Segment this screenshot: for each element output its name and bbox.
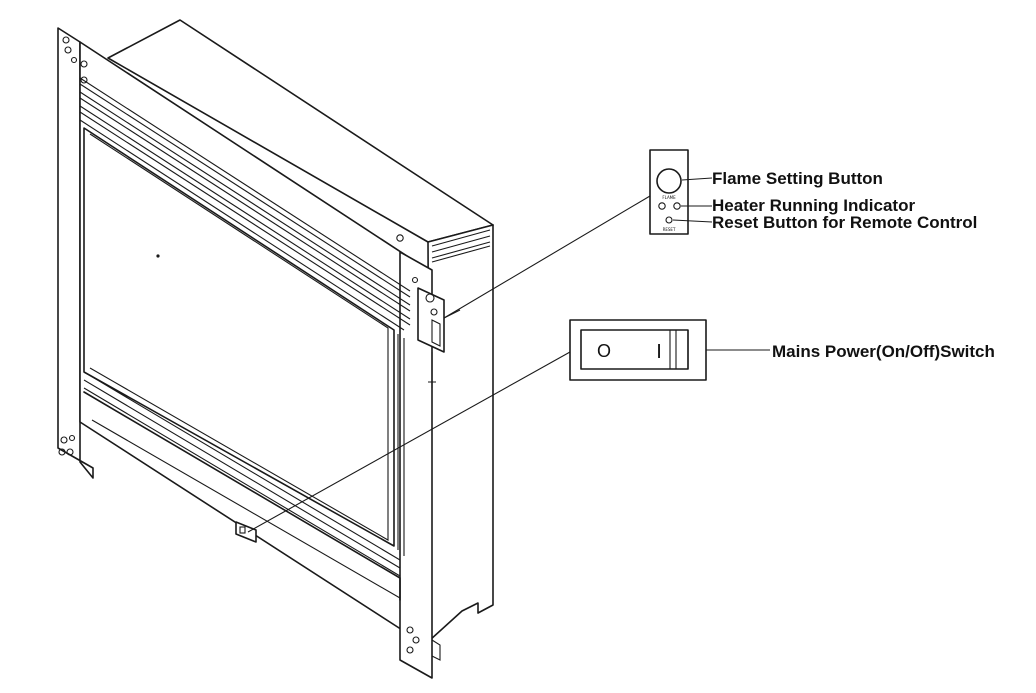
- switch-on-symbol: I: [656, 341, 662, 363]
- glass-inner-edge: [89, 133, 389, 541]
- unit-power-switch: [235, 521, 257, 543]
- label-mains-switch: Mains Power(On/Off)Switch: [772, 342, 995, 361]
- reset-button: [665, 216, 673, 224]
- label-flame-setting: Flame Setting Button: [712, 169, 883, 188]
- side-vents: [431, 229, 491, 263]
- glass-right-trim: [397, 334, 405, 556]
- left-screw-holes: [58, 36, 88, 456]
- unit-side-controls: [417, 287, 461, 388]
- switch-rocker-edge: [669, 330, 689, 369]
- right-mounting-flange: [399, 251, 433, 679]
- control-panel-box: [649, 149, 689, 235]
- heater-running-indicator: [673, 202, 681, 210]
- mains-switch-callout: O I: [569, 319, 707, 381]
- center-dot: [156, 254, 160, 258]
- leader-reset: [672, 219, 713, 223]
- leader-switch-to-unit: [247, 351, 571, 533]
- leader-lines: [247, 177, 770, 533]
- control-panel-callout: FLAME RESET: [649, 149, 689, 235]
- leader-flame: [681, 177, 713, 181]
- flame-setting-button: [656, 168, 682, 194]
- reset-caption: RESET: [663, 227, 676, 232]
- label-heater-running: Heater Running Indicator: [712, 196, 915, 215]
- heater-indicator-left-light: [658, 202, 666, 210]
- leader-panel-to-unit: [443, 195, 651, 319]
- bottom-trim: [83, 371, 401, 599]
- top-louvres: [79, 77, 411, 331]
- fireplace-side-panel: [427, 224, 494, 641]
- fireplace-unit: [57, 19, 494, 679]
- switch-off-symbol: O: [597, 341, 611, 361]
- label-reset-button: Reset Button for Remote Control: [712, 213, 977, 232]
- right-screw-holes: [396, 234, 420, 654]
- glass-screen: [83, 127, 395, 547]
- bottom-bracket: [431, 639, 441, 661]
- bottom-base-panel: [83, 391, 401, 601]
- flame-caption: FLAME: [662, 195, 676, 200]
